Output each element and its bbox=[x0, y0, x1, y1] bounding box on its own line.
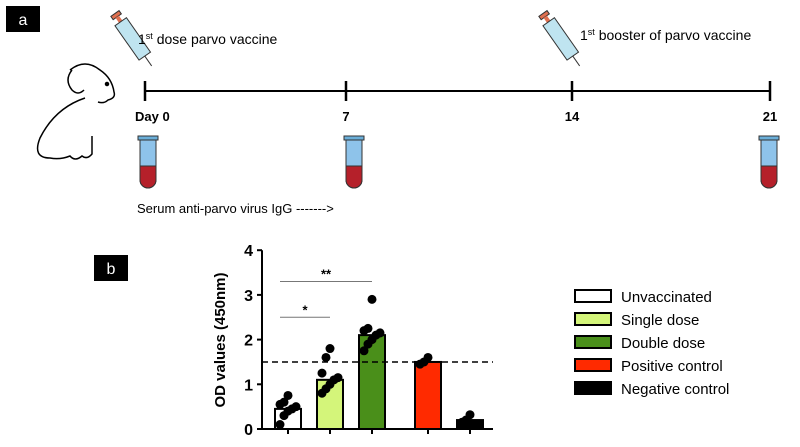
data-point bbox=[363, 323, 373, 333]
first-dose-label: 1st dose parvo vaccine bbox=[138, 31, 278, 47]
tube-blood bbox=[760, 165, 778, 189]
data-point bbox=[283, 390, 293, 400]
data-point bbox=[423, 352, 433, 362]
data-point bbox=[333, 373, 343, 383]
data-point bbox=[321, 352, 331, 362]
y-tick-label: 4 bbox=[244, 243, 253, 260]
significance-label: * bbox=[302, 302, 308, 317]
day-label: 21 bbox=[763, 109, 777, 124]
booster-label: 1st booster of parvo vaccine bbox=[580, 27, 751, 43]
legend-label: Negative control bbox=[621, 381, 729, 398]
day-label: Day 0 bbox=[135, 109, 170, 124]
y-tick-label: 2 bbox=[244, 333, 253, 350]
y-axis-label: OD values (450nm) bbox=[212, 272, 229, 407]
data-point bbox=[279, 397, 289, 407]
bar-positive-control bbox=[414, 360, 442, 431]
serum-label: Serum anti-parvo virus IgG -------> bbox=[137, 201, 334, 216]
legend-label: Positive control bbox=[621, 358, 723, 375]
blood-tube-icon bbox=[137, 135, 159, 189]
panel-a-label: a bbox=[19, 12, 28, 29]
legend-label: Unvaccinated bbox=[621, 289, 712, 306]
legend-swatch bbox=[574, 358, 612, 372]
tube-blood bbox=[139, 165, 157, 189]
data-point bbox=[359, 346, 369, 356]
significance-label: ** bbox=[321, 266, 332, 281]
data-point bbox=[465, 410, 475, 420]
y-tick-label: 1 bbox=[244, 377, 253, 394]
data-point bbox=[291, 402, 301, 412]
legend-label: Double dose bbox=[621, 335, 705, 352]
panel-b-badge bbox=[94, 255, 128, 281]
legend-swatch bbox=[574, 312, 612, 326]
blood-tube-icon bbox=[758, 135, 780, 189]
tube-cap bbox=[137, 135, 159, 141]
y-tick-label: 0 bbox=[244, 422, 253, 439]
panel-a-badge bbox=[6, 6, 40, 32]
data-point bbox=[367, 294, 377, 304]
legend-swatch bbox=[574, 335, 612, 349]
puppy-icon bbox=[36, 63, 116, 160]
y-tick-label: 3 bbox=[244, 288, 253, 305]
blood-tube-icon bbox=[343, 135, 365, 189]
data-point bbox=[317, 368, 327, 378]
data-point bbox=[325, 344, 335, 354]
legend-swatch bbox=[574, 289, 612, 303]
data-point bbox=[375, 328, 385, 338]
tube-cap bbox=[758, 135, 780, 141]
syringe-icon bbox=[110, 9, 153, 67]
tube-cap bbox=[343, 135, 365, 141]
day-label: 14 bbox=[565, 109, 580, 124]
tube-blood bbox=[345, 165, 363, 189]
day-label: 7 bbox=[342, 109, 349, 124]
legend-swatch bbox=[574, 381, 612, 395]
panel-b-label: b bbox=[107, 261, 116, 278]
legend-label: Single dose bbox=[621, 312, 699, 329]
booster-syringe-icon bbox=[538, 9, 581, 67]
data-point bbox=[275, 420, 285, 430]
